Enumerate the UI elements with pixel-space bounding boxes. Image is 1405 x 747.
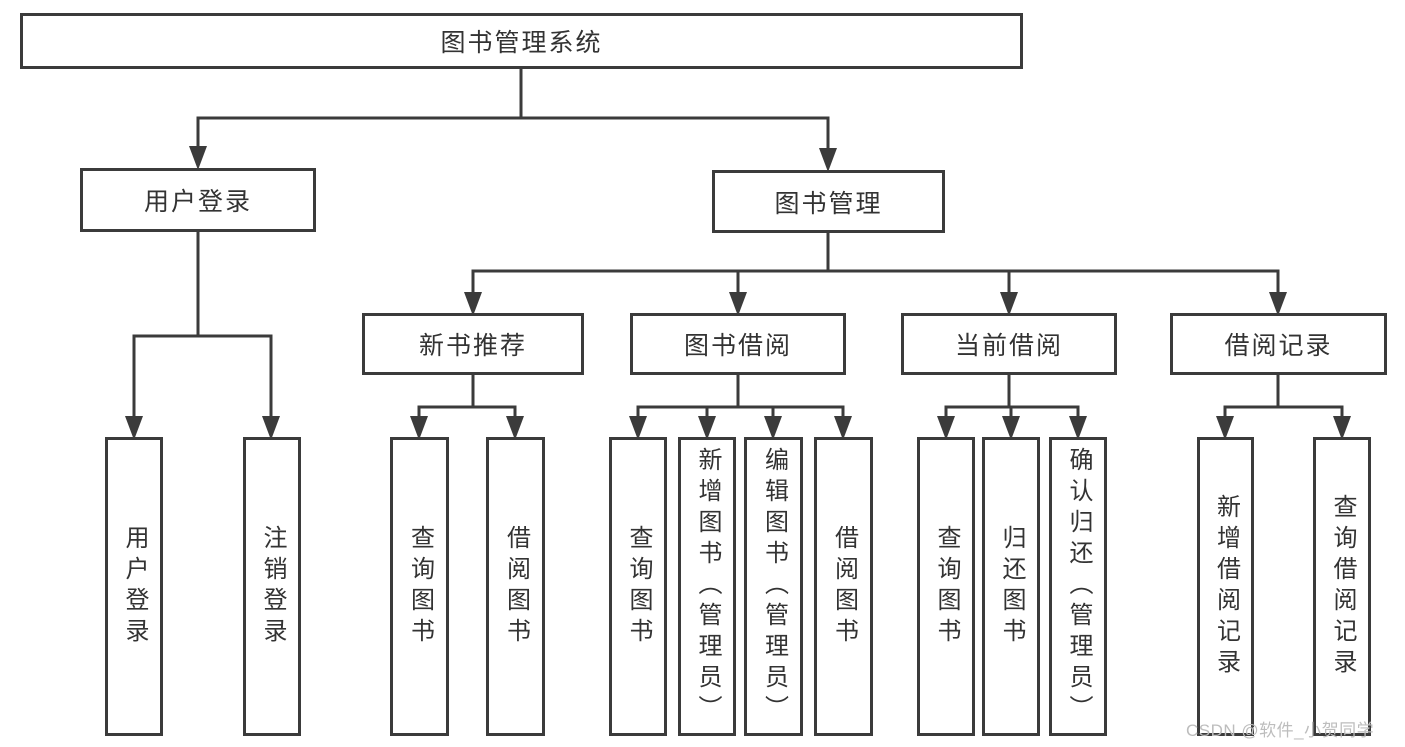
csdn-watermark: CSDN @软件_小贺同学 xyxy=(1186,721,1375,740)
leaf-query-borrow-record: 查询借阅记录 xyxy=(1313,437,1371,736)
connector-book-borrow-to-leaves xyxy=(636,375,845,420)
node-borrow-record: 借阅记录 xyxy=(1170,313,1387,375)
leaf-confirm-return-admin: 确认归还（管理员） xyxy=(1049,437,1107,736)
node-current-borrow: 当前借阅 xyxy=(901,313,1117,375)
connector-root-to-level2 xyxy=(196,69,830,152)
leaf-query-book-recommend: 查询图书 xyxy=(390,437,449,736)
node-new-book-recommend: 新书推荐 xyxy=(362,313,584,375)
node-user-login: 用户登录 xyxy=(80,168,316,232)
leaf-add-book-admin: 新增图书（管理员） xyxy=(678,437,736,736)
connector-user-login-to-leaves xyxy=(132,232,273,420)
arrowheads xyxy=(125,146,1351,440)
leaf-borrow-book: 借阅图书 xyxy=(814,437,873,736)
connector-new-book-recommend-to-leaves xyxy=(417,375,517,420)
node-book-management: 图书管理 xyxy=(712,170,945,233)
leaf-logout: 注销登录 xyxy=(243,437,301,736)
leaf-return-book: 归还图书 xyxy=(982,437,1040,736)
leaf-query-book-borrow: 查询图书 xyxy=(609,437,667,736)
node-book-borrow: 图书借阅 xyxy=(630,313,846,375)
node-root-system: 图书管理系统 xyxy=(20,13,1023,69)
leaf-query-book-current: 查询图书 xyxy=(917,437,975,736)
connector-book-management-to-level3 xyxy=(471,233,1280,296)
connector-current-borrow-to-leaves xyxy=(944,375,1080,420)
leaf-user-login: 用户登录 xyxy=(105,437,163,736)
leaf-edit-book-admin: 编辑图书（管理员） xyxy=(744,437,803,736)
leaf-borrow-book-recommend: 借阅图书 xyxy=(486,437,545,736)
leaf-add-borrow-record: 新增借阅记录 xyxy=(1197,437,1254,736)
connector-borrow-record-to-leaves xyxy=(1223,375,1344,420)
